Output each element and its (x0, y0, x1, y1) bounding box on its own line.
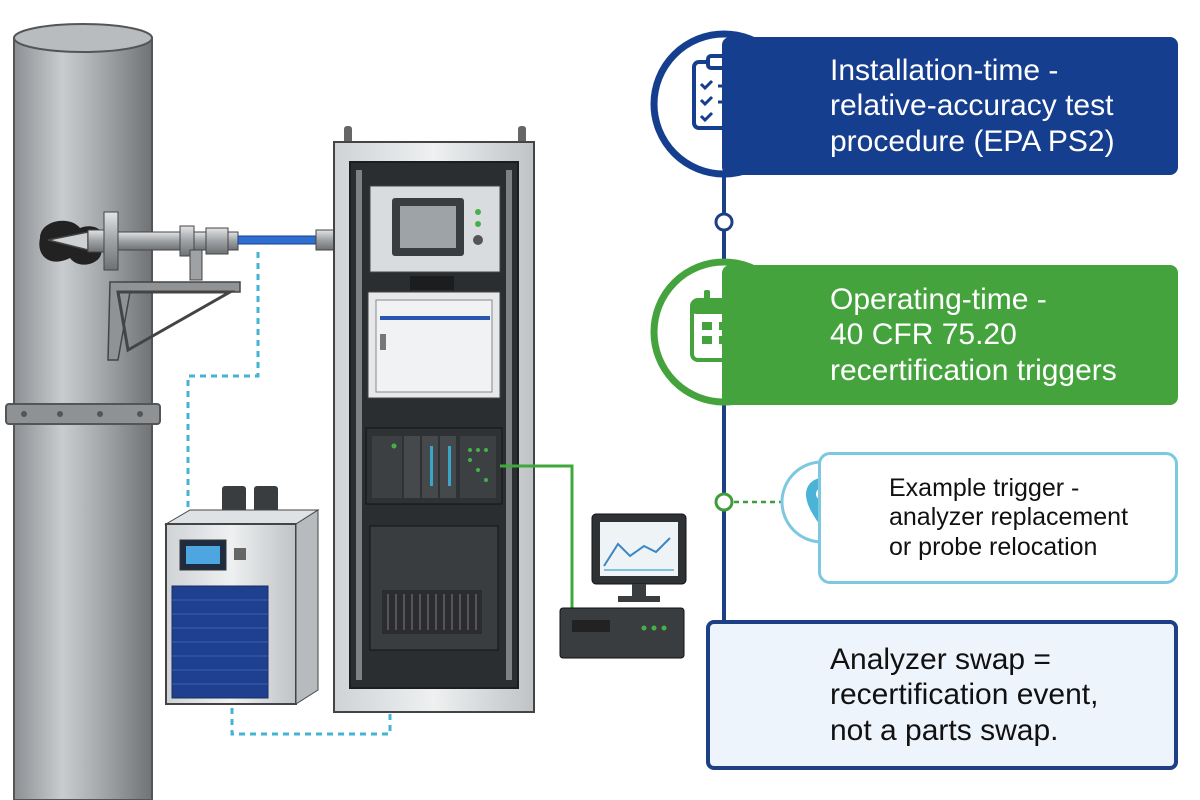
callout-line: recertification event, (830, 678, 1099, 712)
callout-line: procedure (EPA PS2) (830, 124, 1115, 158)
callout-line: or probe relocation (889, 532, 1098, 561)
installation-time-callout: Installation-time - relative-accuracy te… (722, 37, 1178, 175)
callout-line: recertification triggers (830, 353, 1117, 387)
callout-line: Example trigger - (889, 474, 1080, 503)
dashed-tube-lower (230, 692, 392, 736)
callout-text: Operating-time - 40 CFR 75.20 recertific… (722, 282, 1117, 387)
analyzer-cabinet (333, 126, 535, 713)
callout-text: Analyzer swap = recertification event, n… (710, 642, 1098, 747)
dahs-workstation (559, 513, 687, 659)
timeline-node (714, 492, 734, 512)
key-takeaway-callout: Analyzer swap = recertification event, n… (706, 620, 1178, 770)
operating-time-callout: Operating-time - 40 CFR 75.20 recertific… (722, 265, 1178, 405)
sampling-probe (39, 211, 241, 361)
dashed-tube-upper (186, 252, 260, 520)
example-trigger-callout: Example trigger - analyzer replacement o… (818, 452, 1178, 584)
timeline-node (714, 212, 734, 232)
cems-equipment-illustration (5, 23, 687, 800)
callout-line: Operating-time - (830, 283, 1047, 317)
callout-text: Example trigger - analyzer replacement o… (821, 474, 1128, 562)
sample-chiller (164, 486, 320, 705)
callout-line: not a parts swap. (830, 713, 1059, 747)
callout-line: Installation-time - (830, 54, 1059, 88)
callout-line: 40 CFR 75.20 (830, 318, 1017, 352)
stack (5, 23, 161, 800)
callout-text: Installation-time - relative-accuracy te… (722, 53, 1115, 158)
callout-line: relative-accuracy test (830, 89, 1114, 123)
callout-line: analyzer replacement (889, 503, 1129, 532)
callout-line: Analyzer swap = (830, 643, 1051, 677)
